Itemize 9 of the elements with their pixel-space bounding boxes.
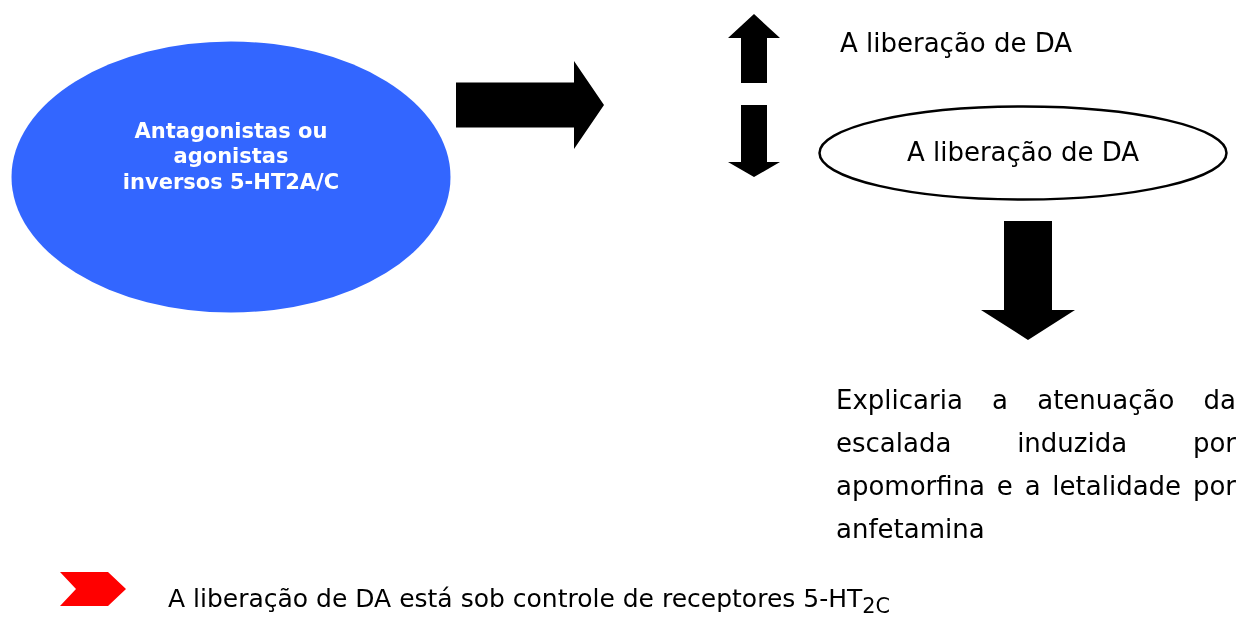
node-label: Antagonistas ou agonistas inversos 5-HT2A/C: [121, 119, 341, 195]
note-text: A liberação de DA está sob controle de receptores 5-HT$_{2C}$: [168, 584, 891, 619]
node-text: Explicaria a atenuação da escalada induzida por apomorfina e a letalidade por anfetamina: [836, 384, 1236, 546]
oval-node: [10, 40, 452, 314]
block-arrow: [981, 221, 1075, 340]
oval-node: [818, 105, 1228, 201]
node-label: A liberação de DA: [905, 137, 1141, 169]
node-text: A liberação de DA: [840, 28, 1074, 60]
block-arrow: [456, 61, 604, 149]
